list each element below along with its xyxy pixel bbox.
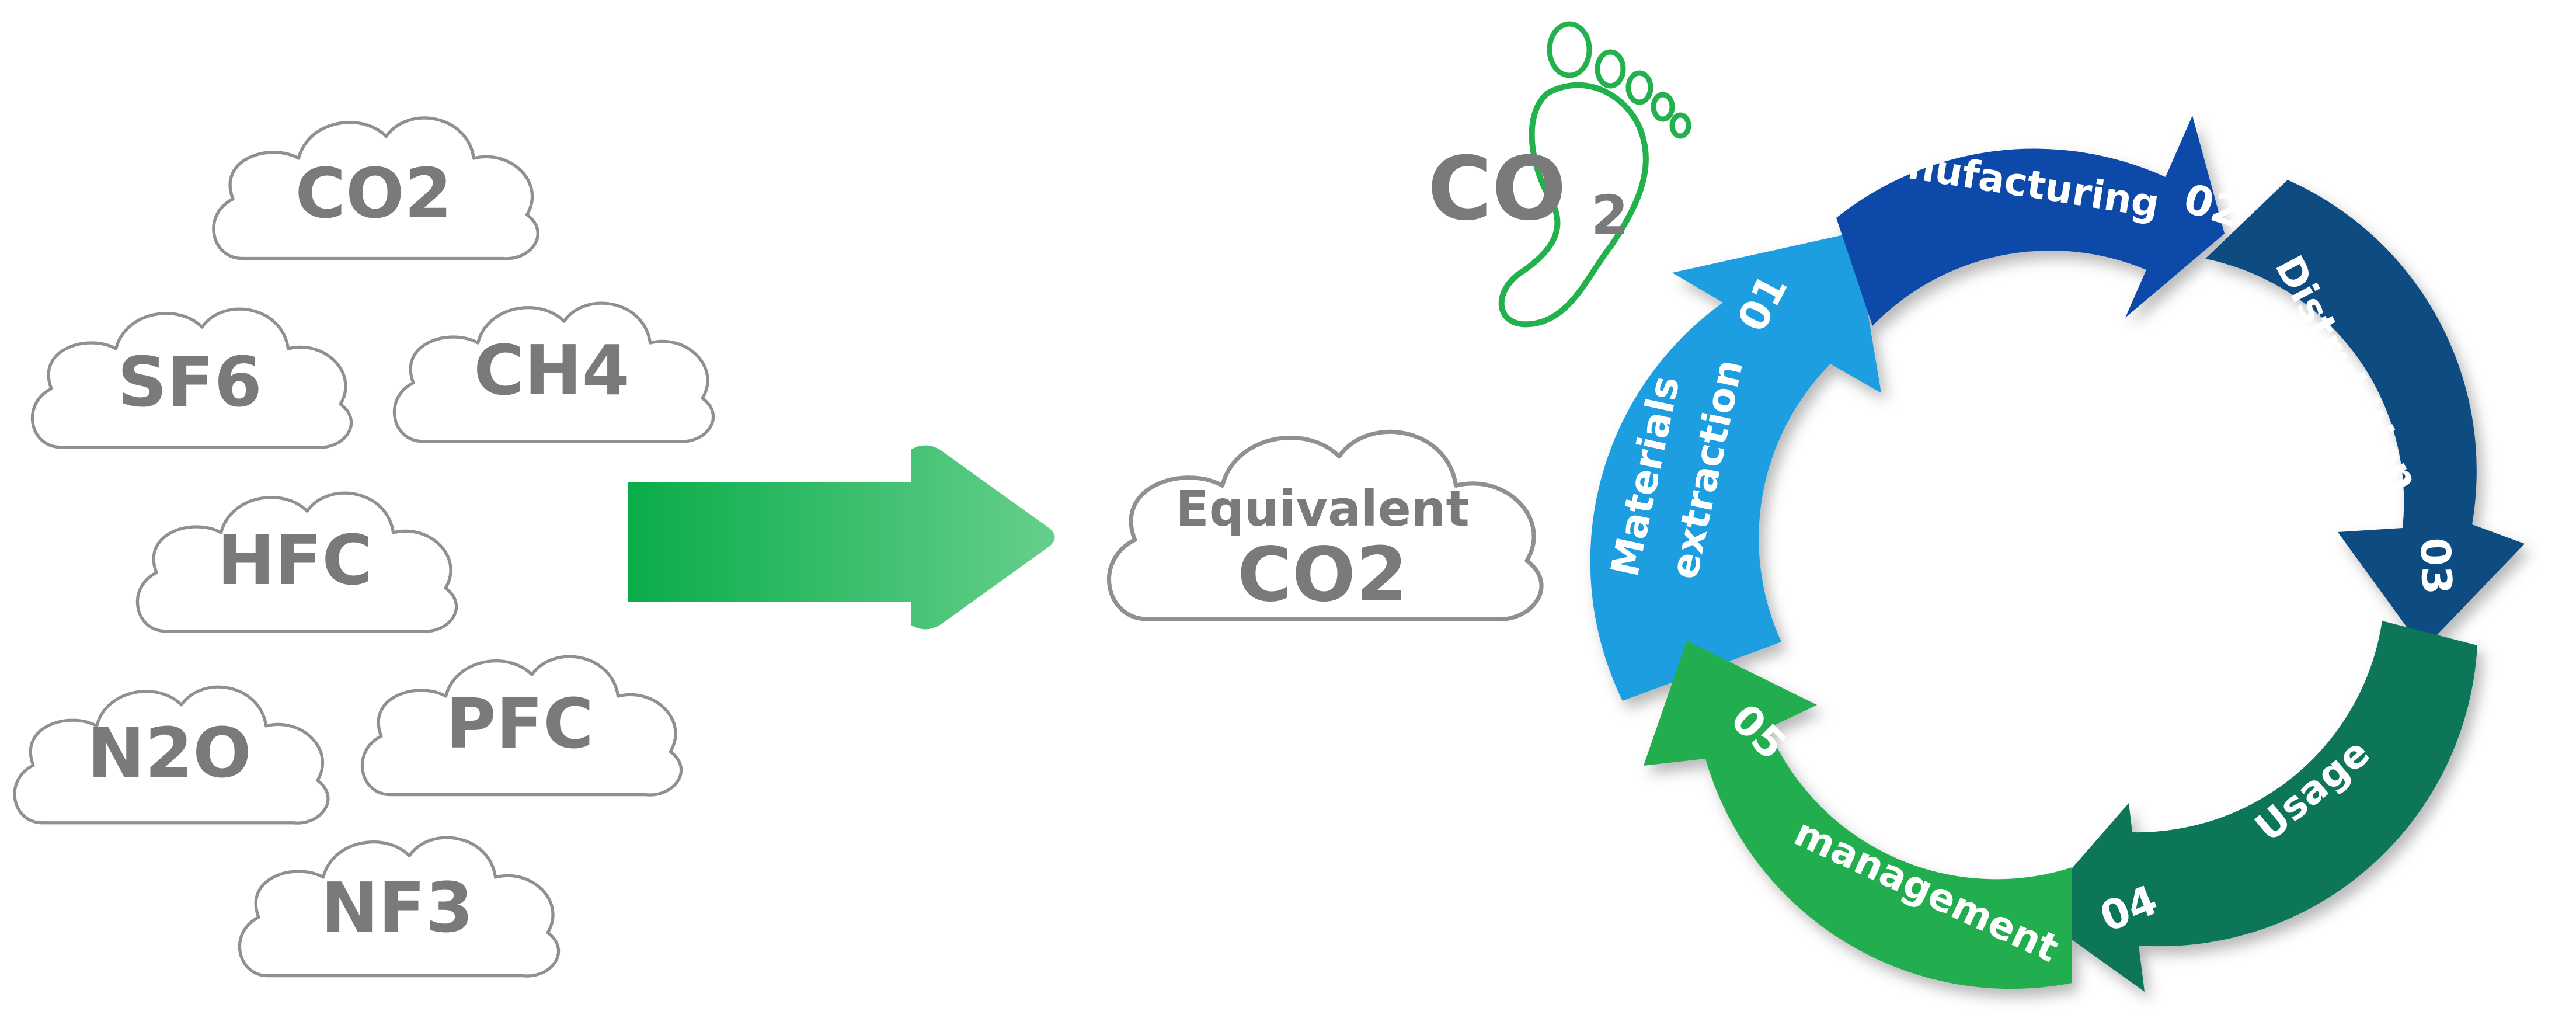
gas-label-co2: CO2 [295, 153, 452, 234]
cycle-arrow-manufacturing [1836, 116, 2225, 326]
gas-label-nf3: NF3 [321, 867, 473, 948]
gas-label-sf6: SF6 [117, 342, 262, 422]
gas-label-n2o: N2O [87, 713, 251, 793]
gas-cloud-hfc: HFC [137, 493, 456, 631]
footprint-subscript: 2 [1591, 184, 1628, 246]
toe-icons [1547, 21, 1691, 139]
co2-footprint-logo: CO 2 [1428, 21, 1691, 328]
footprint-co-label: CO [1428, 138, 1567, 240]
gas-cloud-co2: CO2 [214, 118, 538, 259]
gas-label-pfc: PFC [445, 683, 594, 764]
cycle-arrow-materials-extraction [1590, 232, 1881, 701]
gas-cloud-pfc: PFC [362, 656, 681, 795]
footprint-icon [1498, 82, 1649, 328]
gas-cloud-nf3: NF3 [239, 838, 558, 976]
gas-label-ch4: CH4 [474, 330, 629, 411]
equivalent-label: Equivalent [1175, 480, 1469, 537]
gas-label-hfc: HFC [217, 520, 373, 600]
conversion-arrow [628, 445, 1055, 630]
cycle-arrow-end-of-life [1644, 641, 2072, 989]
cycle-arrow-usage [2034, 621, 2477, 992]
lifecycle-cycle [1590, 116, 2525, 992]
equivalent-co2-label: CO2 [1237, 531, 1408, 619]
cycle-arrow-distrubition [2205, 180, 2525, 649]
equivalent-co2-cloud: Equivalent CO2 [1109, 432, 1541, 619]
gas-cloud-n2o: N2O [15, 687, 328, 823]
gas-cloud-sf6: SF6 [32, 309, 351, 447]
gas-cloud-ch4: CH4 [394, 303, 713, 442]
stage-03-number: 03 [2411, 537, 2460, 595]
